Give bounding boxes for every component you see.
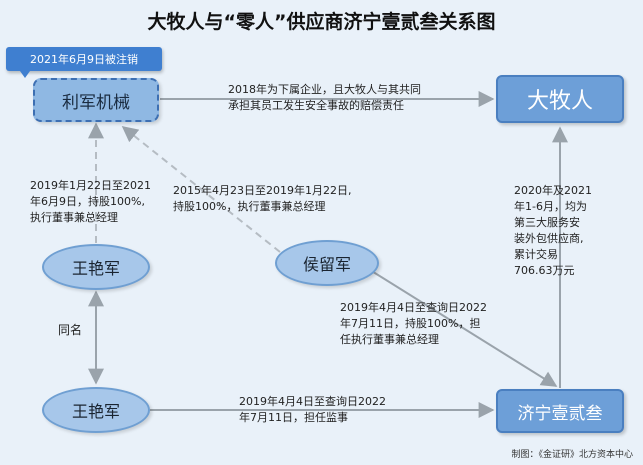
node-damuren: 大牧人	[496, 75, 624, 123]
footer-credit: 制图：《金证研》北方资本中心	[511, 450, 633, 460]
label-same-name: 同名	[58, 323, 83, 337]
label-hou-jining: 2019年4月4日至查询日2022 年7月11日，持股100%，担 任执行董事兼…	[340, 301, 487, 346]
label-wang-lijun: 2019年1月22日至2021 年6月9日，持股100%, 执行董事兼总经理	[30, 179, 151, 224]
node-hou-liujun: 侯留军	[275, 240, 379, 286]
label-wang-jining: 2019年4月4日至查询日2022 年7月11日，担任监事	[239, 395, 386, 424]
label-hou-lijun: 2015年4月23日至2019年1月22日, 持股100%，执行董事兼总经理	[173, 184, 352, 213]
node-wang-yanjun-top: 王艳军	[42, 244, 150, 290]
node-wang-yanjun-bottom: 王艳军	[42, 387, 150, 433]
node-lijun-machinery: 利军机械	[33, 78, 159, 122]
diagram-title: 大牧人与“零人”供应商济宁壹贰叁关系图	[147, 11, 496, 33]
label-lijun-damuren: 2018年为下属企业，且大牧人与其共同 承担其员工发生安全事故的赔偿责任	[228, 83, 421, 112]
callout-tail	[20, 71, 30, 78]
deregistered-callout: 2021年6月9日被注销	[6, 47, 162, 71]
edge-hou-lijun	[121, 126, 281, 253]
label-jining-damuren: 2020年及2021 年1-6月，均为 第三大服务安 装外包供应商, 累计交易 …	[514, 184, 592, 277]
node-jining-123: 济宁壹贰叁	[496, 389, 624, 433]
edge-hou-jining	[369, 269, 558, 387]
